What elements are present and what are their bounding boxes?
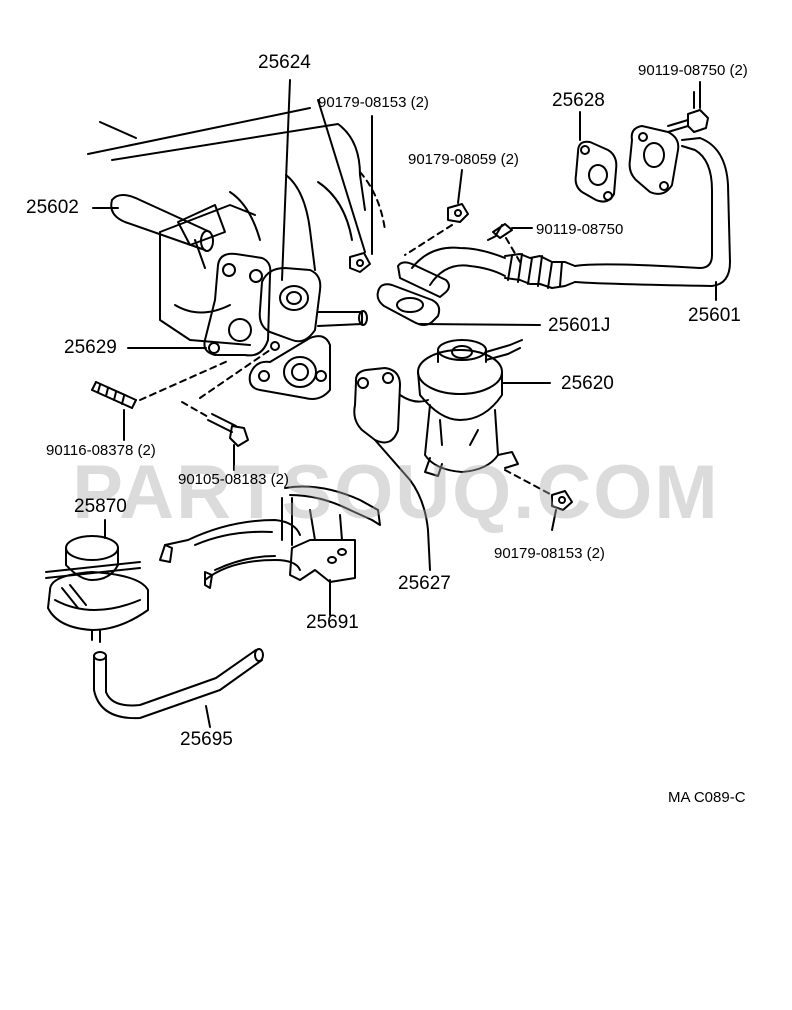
part-90116-08378-stud <box>91 359 231 409</box>
part-90105-08183-bolt <box>181 349 271 447</box>
label-25870[interactable]: 25870 <box>74 496 127 517</box>
part-25628-gasket <box>574 140 618 203</box>
part-25624-adapter <box>248 267 368 400</box>
label-25601J[interactable]: 25601J <box>548 315 611 336</box>
label-90179-08059[interactable]: 90179-08059 (2) <box>408 151 519 168</box>
part-90119-08750-bolt <box>487 223 521 263</box>
label-25629[interactable]: 25629 <box>64 337 117 358</box>
part-25695-hose <box>93 648 264 720</box>
part-90179-08059-nut <box>404 203 469 256</box>
part-25602-pipe <box>110 194 214 252</box>
label-90119-08750[interactable]: 90119-08750 <box>536 221 624 238</box>
label-25624[interactable]: 25624 <box>258 52 311 73</box>
label-90179-08153-top[interactable]: 90179-08153 (2) <box>318 94 429 111</box>
leader-lines <box>92 79 717 728</box>
label-25691[interactable]: 25691 <box>306 612 359 633</box>
label-90179-08153-bottom[interactable]: 90179-08153 (2) <box>494 545 605 562</box>
part-90179-08153-nut-top <box>349 252 371 273</box>
label-90116-08378[interactable]: 90116-08378 (2) <box>46 442 156 459</box>
part-25620-egr-valve <box>417 339 523 477</box>
label-90119-08750-2[interactable]: 90119-08750 (2) <box>638 62 748 79</box>
part-25601-pipe <box>411 125 731 289</box>
label-25620[interactable]: 25620 <box>561 373 614 394</box>
diagram-code: MA C089-C <box>668 789 746 806</box>
part-25627-gasket <box>353 367 429 444</box>
part-25601J-gasket <box>376 261 450 326</box>
label-90105-08183[interactable]: 90105-08183 (2) <box>178 471 289 488</box>
label-25628[interactable]: 25628 <box>552 90 605 111</box>
label-25601[interactable]: 25601 <box>688 305 741 326</box>
part-25629-gasket <box>203 252 272 357</box>
engine-manifold-outline <box>87 107 386 346</box>
part-25691-bracket <box>159 485 381 589</box>
label-25627[interactable]: 25627 <box>398 573 451 594</box>
label-25602[interactable]: 25602 <box>26 197 79 218</box>
watermark: PARTSOUQ.COM <box>72 450 720 535</box>
part-25870-vsv <box>45 535 149 643</box>
label-25695[interactable]: 25695 <box>180 729 233 750</box>
part-90119-08750-bolt-pair <box>667 91 709 133</box>
part-90179-08153-nut-bottom <box>504 469 573 511</box>
